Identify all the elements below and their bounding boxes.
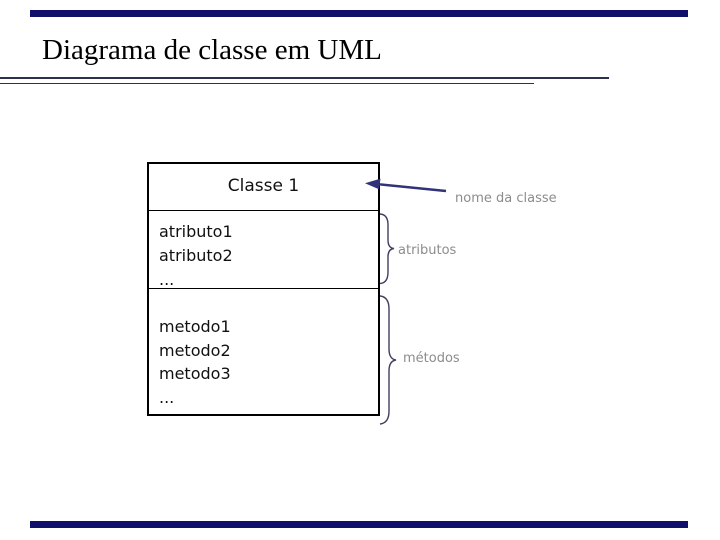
attribute-item: ... [159,270,175,289]
method-item: metodo3 [159,364,231,383]
uml-class-name: Classe 1 [149,164,378,211]
class-name-label: nome da classe [455,191,557,206]
attributes-brace-icon [379,213,395,285]
method-item: metodo1 [159,317,231,336]
attribute-item: atributo1 [159,222,233,241]
slide-title: Diagrama de classe em UML [42,34,382,66]
methods-brace-icon [379,295,397,425]
title-rule-lower [0,83,534,84]
title-rule-upper [0,77,609,79]
method-item: ... [159,387,175,407]
class-name-arrow-icon [365,178,447,193]
uml-methods-compartment: metodo1 metodo2 metodo3 ... [149,289,378,409]
method-item: metodo2 [159,340,231,360]
bottom-accent-bar [30,521,688,528]
attributes-label: atributos [398,243,457,258]
uml-attributes-compartment: atributo1 atributo2 ... [149,211,378,289]
attribute-item: atributo2 [159,246,233,265]
methods-label: métodos [403,351,460,366]
uml-class-box: Classe 1 atributo1 atributo2 ... metodo1… [147,162,380,416]
top-accent-bar [30,10,688,17]
